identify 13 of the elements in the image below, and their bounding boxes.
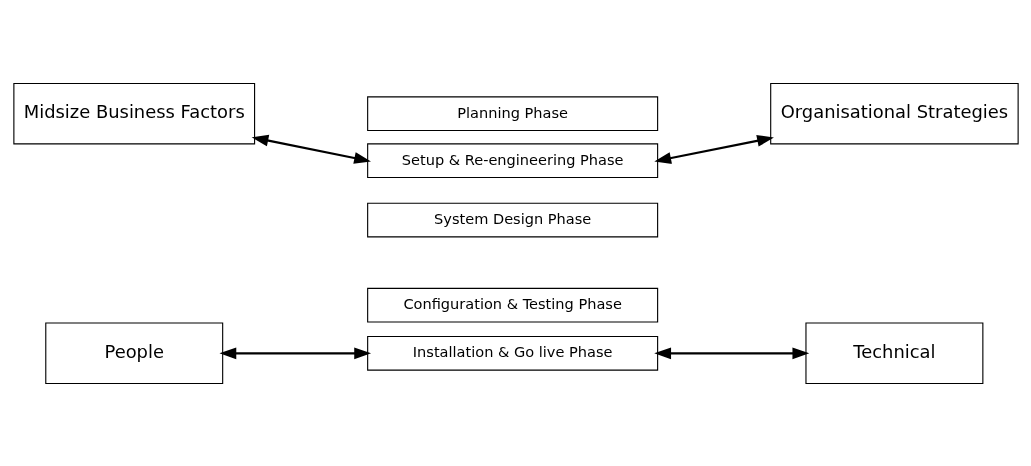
arrow — [251, 134, 371, 164]
arrow — [218, 346, 371, 359]
node-box: Midsize Business Factors — [12, 82, 255, 144]
node-box: Configuration & Testing Phase — [366, 287, 658, 322]
arrow — [653, 134, 774, 164]
node-box: People — [44, 322, 223, 384]
node-box: Installation & Go live Phase — [366, 335, 658, 371]
arrow — [653, 346, 809, 359]
node-box: Organisational Strategies — [769, 82, 1019, 144]
node-box: Setup & Re-engineering Phase — [366, 142, 658, 178]
node-box: System Design Phase — [366, 202, 658, 237]
node-box: Planning Phase — [366, 95, 658, 131]
node-box: Technical — [804, 322, 983, 384]
